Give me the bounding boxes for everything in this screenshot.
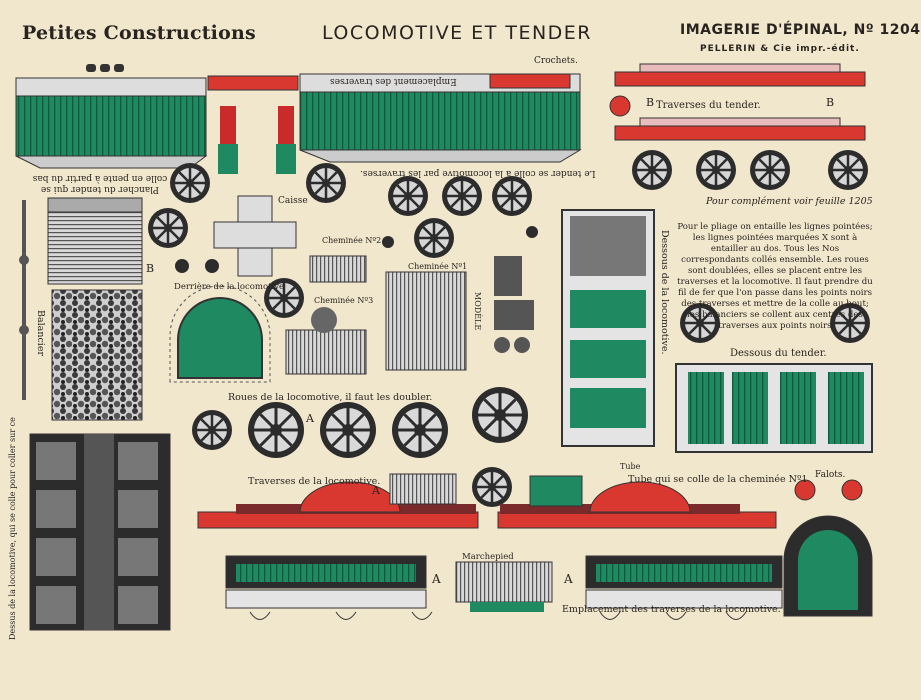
letter-b-bunker: B — [146, 262, 155, 275]
label-tube: Tube — [620, 462, 641, 471]
label-balancier: Balancier — [35, 310, 46, 356]
label-dessous-tender: Dessous du tender. — [730, 348, 827, 359]
loco-underside — [561, 209, 655, 447]
label-complement: Pour complément voir feuille 1205 — [706, 196, 873, 207]
letter-a-wheel: A — [306, 412, 314, 425]
label-roues: Roues de la locomotive, il faut les doub… — [228, 392, 433, 403]
series-title: Petites Constructions — [22, 22, 256, 44]
label-traverses-locomotive: Traverses de la locomotive. — [248, 476, 381, 487]
label-dessous-locomotive: Dessous de la locomotive. — [659, 230, 670, 355]
letter-a-crossbar: A — [372, 484, 380, 497]
loco-front — [783, 515, 873, 617]
label-tender-colle: Le tender se colle à la locomotive par l… — [360, 168, 596, 178]
assembly-instructions: Pour le pliage on entaille les lignes po… — [677, 222, 873, 331]
tender-underside — [675, 363, 873, 453]
tender-crossbars — [609, 63, 866, 141]
label-emplacement-traverses: Emplacement des traverses — [330, 76, 457, 86]
label-falots: Falots. — [815, 470, 846, 480]
coal-bunker — [47, 197, 143, 421]
tender-side-right — [299, 73, 582, 163]
label-caisse: Caisse — [278, 196, 308, 206]
label-dessus-loco: Dessus de la locomotive, qui se colle po… — [8, 417, 17, 640]
loco-sides-lower — [225, 555, 783, 620]
printer-line: PELLERIN & Cie impr.-édit. — [700, 44, 860, 54]
loco-top — [29, 433, 171, 631]
model-picture — [494, 256, 534, 353]
balancier-pieces — [19, 200, 29, 400]
cutout-sheet: Petites Constructions LOCOMOTIVE ET TEND… — [8, 22, 920, 640]
label-tube-colle: Tube qui se colle de la cheminée Nº1 — [628, 474, 808, 485]
letter-b-tender-2: B — [826, 96, 835, 109]
chimneys — [285, 255, 467, 375]
letter-b-tender: B — [646, 96, 655, 109]
sheet-title: LOCOMOTIVE ET TENDER — [322, 22, 592, 44]
tender-side-left — [15, 64, 208, 169]
publisher-line: IMAGERIE D'ÉPINAL, Nº 1204 — [680, 22, 921, 38]
loco-back — [169, 285, 271, 383]
label-marchepied: Marchepied — [462, 552, 514, 562]
label-plancher-tender: Plancher du tender qui se colle en pente… — [32, 173, 168, 194]
label-derriere: Derrière de la locomotive — [174, 282, 285, 292]
cab-cross — [213, 195, 297, 277]
label-traverses-tender: Traverses du tender. — [656, 100, 761, 111]
letter-a-side: A — [432, 572, 441, 586]
label-emplacement-loco: Emplacement des traverses de la locomoti… — [562, 604, 781, 615]
label-modele: MODÈLE — [473, 292, 482, 331]
falots — [794, 479, 863, 501]
label-cheminee-2: Cheminée Nº2 — [322, 236, 382, 245]
cutout-artwork — [15, 63, 873, 631]
label-crochets: Crochets. — [534, 56, 578, 66]
figures — [218, 106, 296, 174]
label-cheminee-1: Cheminée Nº1 — [408, 262, 468, 271]
label-cheminee-3: Cheminée Nº3 — [314, 296, 374, 305]
loco-crossbars — [197, 473, 777, 529]
letter-a-side-2: A — [564, 572, 573, 586]
